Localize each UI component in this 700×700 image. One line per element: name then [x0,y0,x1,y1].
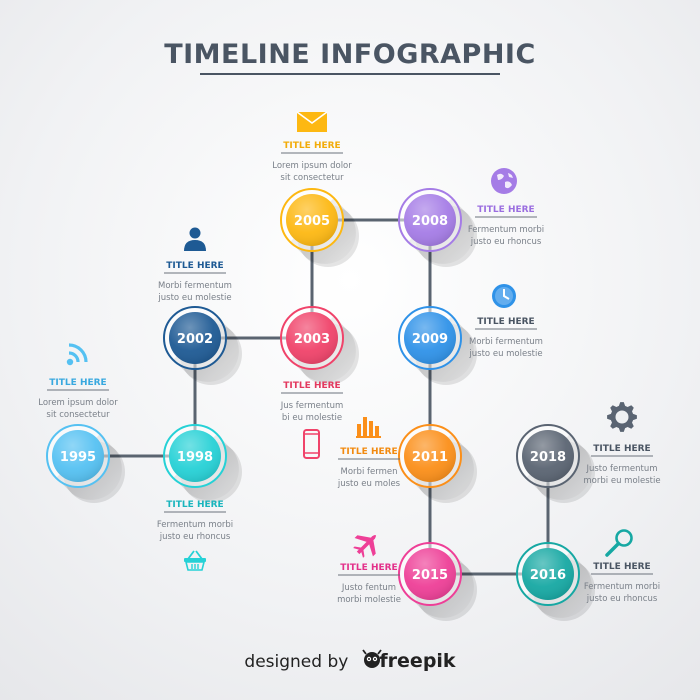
milestone-title-1998: TITLE HERE [166,500,223,510]
milestone-desc-1995-2: sit consectetur [46,410,110,420]
milestone-gloss-2002 [169,312,221,364]
milestone-title-2005: TITLE HERE [283,141,340,151]
milestone-1998: 1998 [163,424,227,488]
milestone-label-block-2015: TITLE HERE Justo fentum morbi molestie [337,563,401,605]
milestone-desc-2016-2: justo eu rhoncus [586,594,658,604]
milestone-desc-2011-1: Morbi fermen [341,467,398,477]
milestone-gloss-2011 [404,430,456,482]
phone-icon [303,429,320,459]
milestone-circles: 1995 1998 2002 2003 2005 2008 2009 2011 2015 2016… [46,188,580,606]
basket-icon [184,550,206,571]
milestone-title-2008: TITLE HERE [477,205,534,215]
envelope-icon [296,111,328,132]
milestone-year-2002: 2002 [177,332,213,347]
milestone-desc-2011-2: justo eu moles [337,479,401,489]
milestone-label-block-2018: TITLE HERE Justo fermentum morbi eu molest… [583,444,660,486]
milestone-2003: 2003 [280,306,344,370]
milestone-desc-2002-1: Morbi fermentum [158,281,232,291]
milestone-2018: 2018 [516,424,580,488]
milestone-gloss-2016 [522,548,574,600]
freepik-logo-icon [362,649,382,668]
milestone-title-2016: TITLE HERE [593,562,650,572]
milestone-2015: 2015 [398,542,462,606]
milestone-year-2005: 2005 [294,214,330,229]
milestone-desc-2015-1: Justo fentum [341,583,396,593]
milestone-gloss-1995 [52,430,104,482]
milestone-desc-2008-2: justo eu rhoncus [470,237,542,247]
milestone-gloss-2003 [286,312,338,364]
milestone-year-2011: 2011 [412,450,448,465]
gear-icon [607,402,637,432]
milestone-2008: 2008 [398,188,462,252]
milestone-desc-2009-2: justo eu molestie [468,349,542,359]
milestone-label-block-2005: TITLE HERE Lorem ipsum dolor sit consectet… [272,141,352,183]
milestone-label-block-1995: TITLE HERE Lorem ipsum dolor sit consectet… [38,378,118,420]
milestone-desc-2005-2: sit consectetur [280,173,344,183]
milestone-label-block-2003: TITLE HERE Jus fermentum bi eu molestie [280,381,344,423]
milestone-year-2008: 2008 [412,214,448,229]
milestone-title-2018: TITLE HERE [593,444,650,454]
milestone-title-2003: TITLE HERE [283,381,340,391]
milestone-2016: 2016 [516,542,580,606]
milestone-label-block-2009: TITLE HERE Morbi fermentum justo eu molest… [468,317,543,359]
milestone-label-block-2008: TITLE HERE Fermentum morbi justo eu rhoncu… [468,205,544,247]
milestone-desc-1995-1: Lorem ipsum dolor [38,398,118,408]
milestone-labels: TITLE HERE Lorem ipsum dolor sit consectet… [38,141,660,605]
milestone-desc-2009-1: Morbi fermentum [469,337,543,347]
magnifier-icon [605,529,633,557]
milestone-desc-1998-2: justo eu rhoncus [159,532,231,542]
milestone-gloss-2015 [404,548,456,600]
milestone-label-block-2002: TITLE HERE Morbi fermentum justo eu molest… [157,261,232,303]
milestone-label-block-1998: TITLE HERE Fermentum morbi justo eu rhoncu… [157,500,233,542]
user-icon [184,227,206,251]
milestone-desc-2002-2: justo eu molestie [157,293,231,303]
milestone-desc-2008-1: Fermentum morbi [468,225,544,235]
milestone-gloss-2005 [286,194,338,246]
milestone-2011: 2011 [398,424,462,488]
milestone-gloss-2018 [522,430,574,482]
milestone-label-block-2016: TITLE HERE Fermentum morbi justo eu rhoncu… [584,562,660,604]
bar-chart-icon [356,417,381,438]
milestone-desc-1998-1: Fermentum morbi [157,520,233,530]
milestone-2005: 2005 [280,188,344,252]
milestone-year-2003: 2003 [294,332,330,347]
milestone-gloss-2009 [404,312,456,364]
milestone-title-2002: TITLE HERE [166,261,223,271]
clock-icon [492,284,516,308]
milestone-desc-2003-1: Jus fermentum [280,401,344,411]
milestone-desc-2018-2: morbi eu molestie [583,476,660,486]
page-title: TIMELINE INFOGRAPHIC [164,39,536,70]
milestone-year-2015: 2015 [412,568,448,583]
milestone-title-1995: TITLE HERE [49,378,106,388]
milestone-title-2009: TITLE HERE [477,317,534,327]
milestone-desc-2016-1: Fermentum morbi [584,582,660,592]
milestone-year-2018: 2018 [530,450,566,465]
milestone-year-1998: 1998 [177,450,213,465]
milestone-desc-2003-2: bi eu molestie [282,413,342,423]
milestone-title-2011: TITLE HERE [340,447,397,457]
globe-icon [491,168,517,194]
wifi-icon [66,343,88,366]
timeline-connectors [78,218,550,576]
milestone-desc-2005-1: Lorem ipsum dolor [272,161,352,171]
milestone-year-1995: 1995 [60,450,96,465]
milestone-gloss-2008 [404,194,456,246]
airplane-icon [353,535,376,558]
credit-brand: freepik [379,650,456,672]
milestone-year-2009: 2009 [412,332,448,347]
milestone-1995: 1995 [46,424,110,488]
milestone-2009: 2009 [398,306,462,370]
milestone-gloss-1998 [169,430,221,482]
milestone-desc-2018-1: Justo fermentum [585,464,657,474]
milestone-desc-2015-2: morbi molestie [337,595,401,605]
milestone-2002: 2002 [163,306,227,370]
milestone-title-2015: TITLE HERE [340,563,397,573]
milestone-year-2016: 2016 [530,568,566,583]
milestone-label-block-2011: TITLE HERE Morbi fermen justo eu moles [337,447,401,489]
gear-icon-hole [615,410,629,424]
credit-prefix: designed by [244,652,348,672]
credit-line: designed by freepik [244,650,456,672]
